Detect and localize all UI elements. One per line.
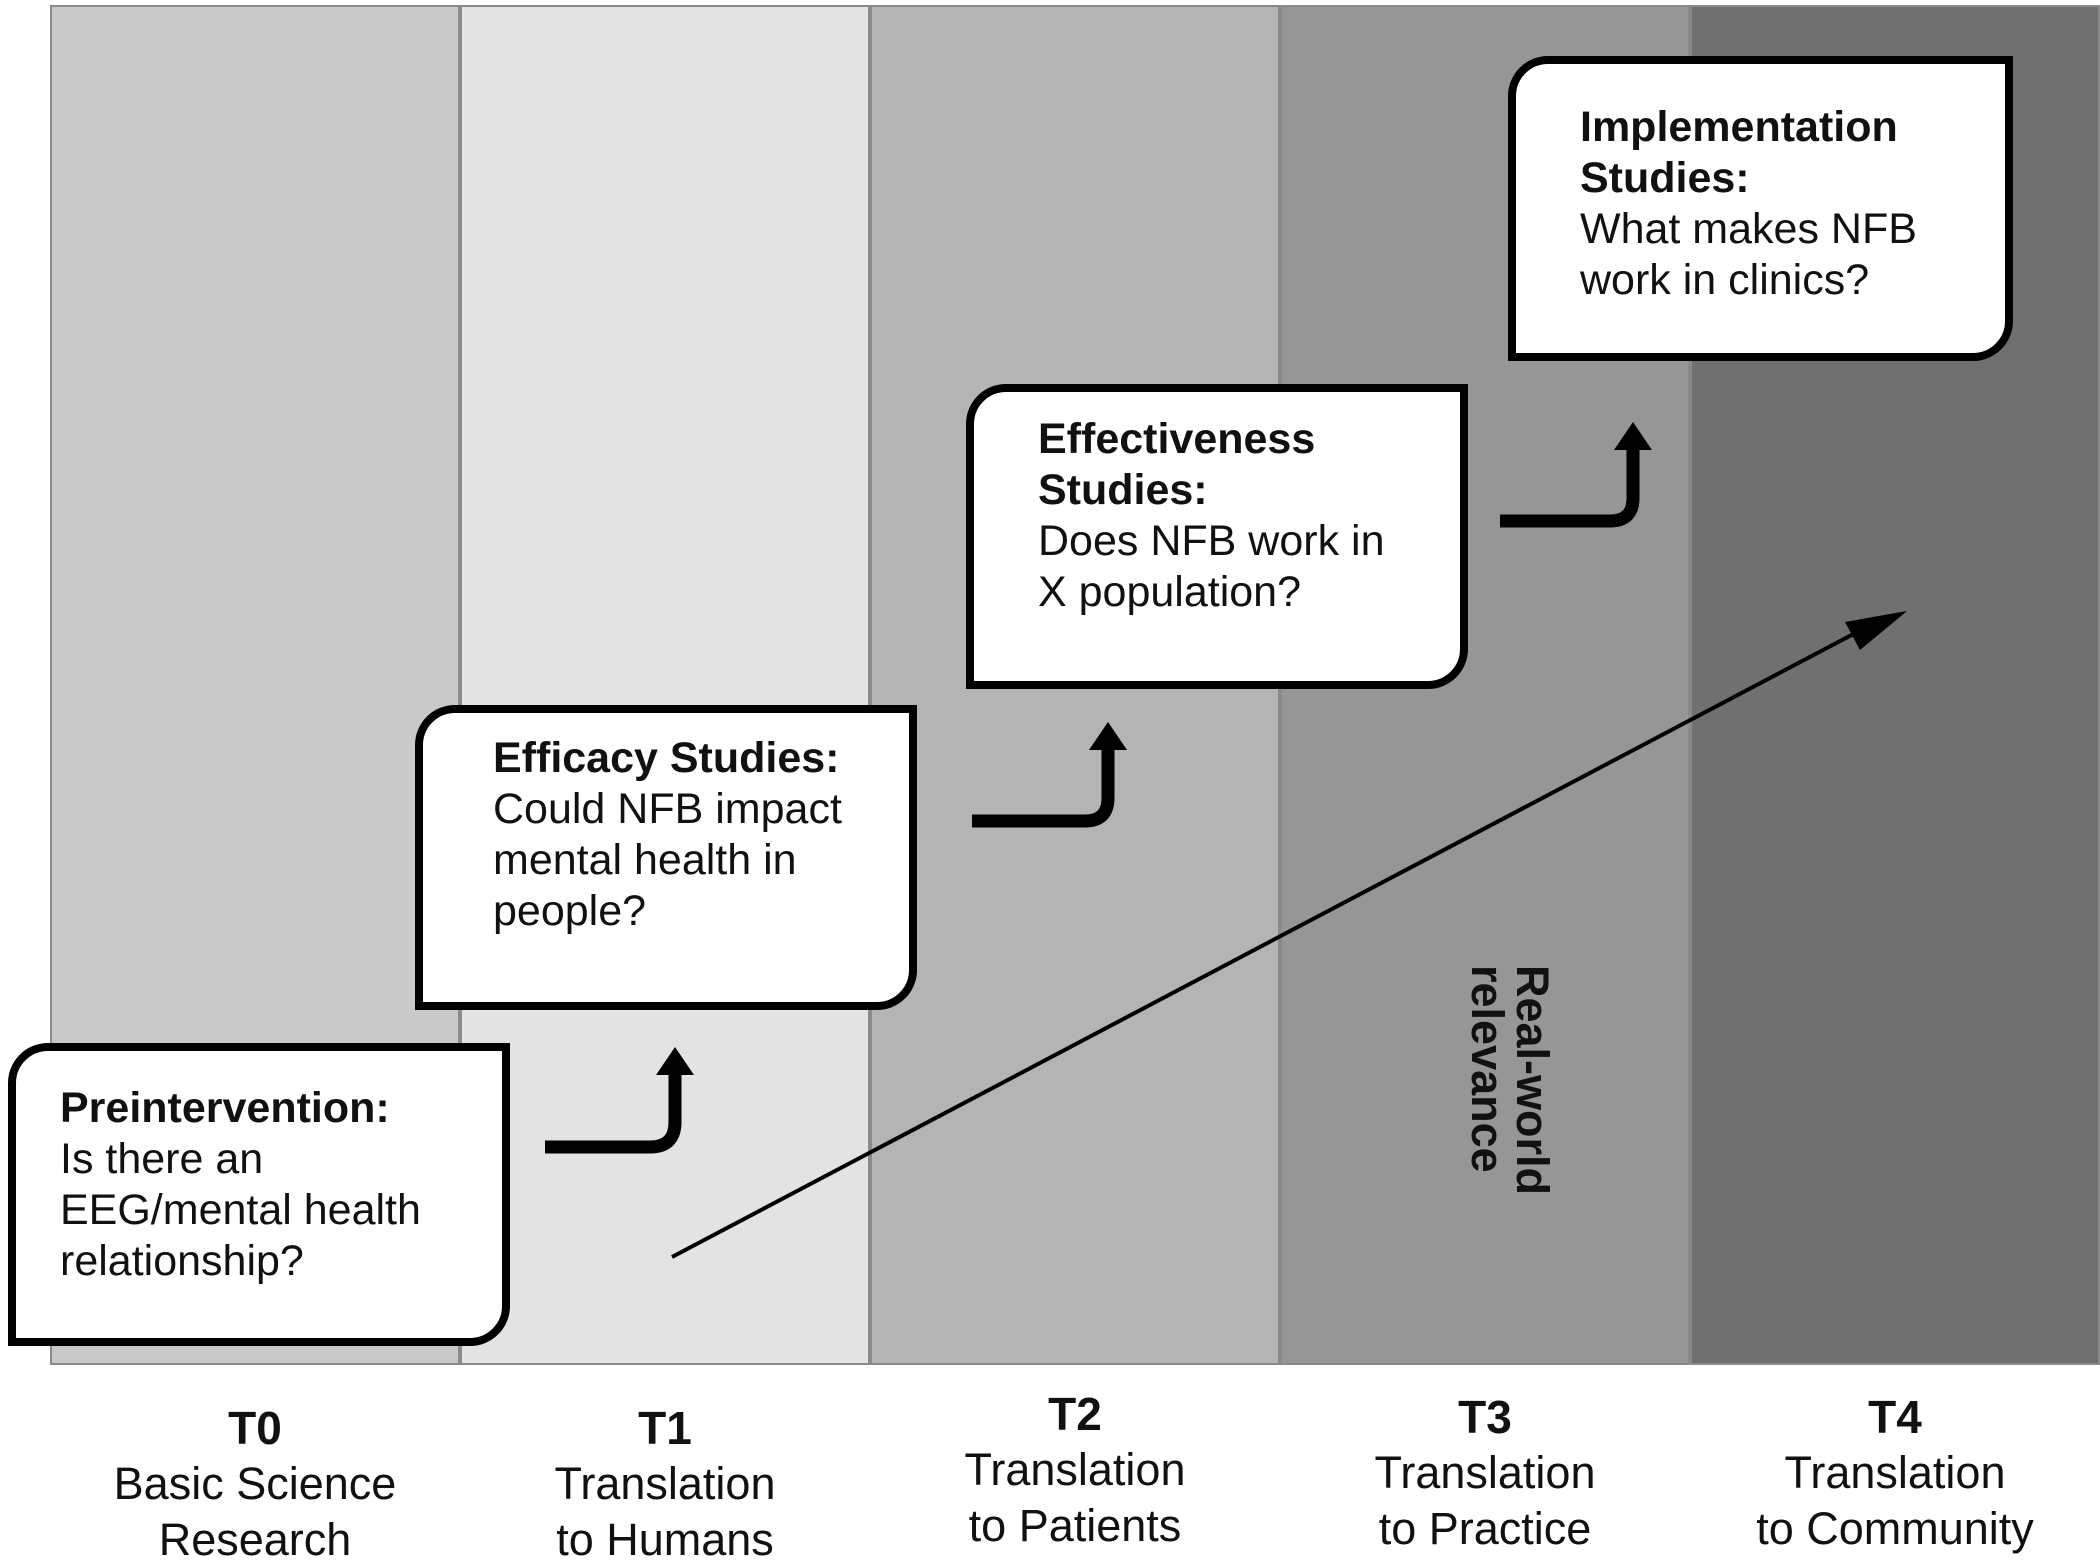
efficacy-box: Efficacy Studies: Could NFB impact menta… bbox=[415, 705, 917, 1010]
stage-code: T2 bbox=[1048, 1388, 1102, 1440]
stage-name: Translation to Practice bbox=[1374, 1447, 1596, 1554]
effectiveness-box: Effectiveness Studies: Does NFB work in … bbox=[966, 384, 1468, 689]
stage-label-t4: T4 Translation to Community bbox=[1690, 1389, 2100, 1557]
stage-code: T3 bbox=[1458, 1391, 1512, 1443]
stage-name: Translation to Patients bbox=[964, 1444, 1186, 1551]
stage-label-t0: T0 Basic Science Research bbox=[50, 1400, 460, 1568]
box-title: Preintervention: bbox=[60, 1084, 390, 1132]
stage-code: T0 bbox=[228, 1402, 282, 1454]
stage-name: Basic Science Research bbox=[113, 1458, 397, 1565]
stage-label-t3: T3 Translation to Practice bbox=[1280, 1389, 1690, 1557]
stage-code: T4 bbox=[1868, 1391, 1922, 1443]
relevance-line-2: relevance bbox=[1462, 965, 1513, 1173]
stage-label-t1: T1 Translation to Humans bbox=[460, 1400, 870, 1568]
stage-name: Translation to Humans bbox=[554, 1458, 776, 1565]
box-title: Efficacy Studies: bbox=[493, 734, 840, 782]
stage-code: T1 bbox=[638, 1402, 692, 1454]
box-title: Implementation Studies: bbox=[1580, 103, 1898, 202]
box-question: Could NFB impact mental health in people… bbox=[493, 785, 842, 935]
stage-name: Translation to Community bbox=[1756, 1447, 2034, 1554]
box-question: What makes NFB work in clinics? bbox=[1580, 205, 1917, 304]
box-question: Is there an EEG/mental health relationsh… bbox=[60, 1135, 421, 1285]
stage-column-t1 bbox=[460, 5, 870, 1365]
box-question: Does NFB work in X population? bbox=[1038, 517, 1385, 616]
relevance-line-1: Real-world bbox=[1507, 965, 1558, 1196]
stage-label-t2: T2 Translation to Patients bbox=[870, 1386, 1280, 1554]
implementation-box: Implementation Studies: What makes NFB w… bbox=[1508, 56, 2013, 361]
box-title: Effectiveness Studies: bbox=[1038, 415, 1316, 514]
real-world-relevance-label: Real-world relevance bbox=[1425, 965, 1558, 1285]
preintervention-box: Preintervention: Is there an EEG/mental … bbox=[8, 1043, 510, 1346]
